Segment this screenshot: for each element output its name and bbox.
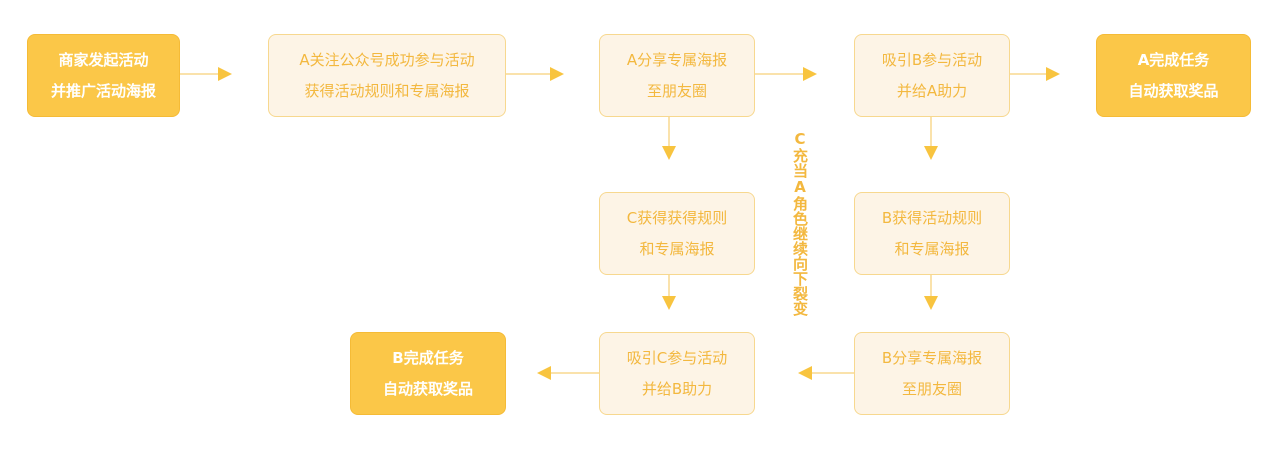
node-line: 至朋友圈 (901, 379, 962, 398)
node-attract-b: 吸引B参与活动 并给A助力 (854, 34, 1010, 117)
node-attract-c: 吸引C参与活动 并给B助力 (599, 332, 755, 415)
node-line: 和专属海报 (894, 239, 970, 258)
arrow-down-icon (662, 146, 676, 160)
node-a-share: A分享专属海报 至朋友圈 (599, 34, 755, 117)
node-line: 并给A助力 (896, 81, 968, 100)
node-line: A关注公众号成功参与活动 (299, 50, 475, 69)
node-line: 并给B助力 (641, 379, 713, 398)
arrow-right-icon (1046, 67, 1060, 81)
node-line: 并推广活动海报 (50, 81, 156, 100)
node-line: A分享专属海报 (626, 50, 728, 69)
node-line: B获得活动规则 (881, 208, 983, 227)
node-line: B分享专属海报 (881, 348, 983, 367)
node-b-complete: B完成任务 自动获取奖品 (350, 332, 506, 415)
side-label-c-acts-as-a: C充当A角色继续向下裂变 (791, 130, 809, 316)
node-line: B完成任务 (392, 348, 464, 367)
node-c-rules: C获得获得规则 和专属海报 (599, 192, 755, 275)
node-a-complete: A完成任务 自动获取奖品 (1096, 34, 1251, 117)
node-line: C获得获得规则 (626, 208, 728, 227)
node-line: A完成任务 (1137, 50, 1210, 69)
node-line: 和专属海报 (639, 239, 715, 258)
arrow-right-icon (550, 67, 564, 81)
arrow-right-icon (218, 67, 232, 81)
node-line: 自动获取奖品 (1128, 81, 1219, 100)
node-line: 吸引B参与活动 (881, 50, 983, 69)
arrow-right-icon (803, 67, 817, 81)
node-a-follow: A关注公众号成功参与活动 获得活动规则和专属海报 (268, 34, 506, 117)
arrow-down-icon (662, 296, 676, 310)
arrow-left-icon (798, 366, 812, 380)
node-b-share: B分享专属海报 至朋友圈 (854, 332, 1010, 415)
node-line: 自动获取奖品 (382, 379, 473, 398)
arrow-left-icon (537, 366, 551, 380)
node-b-rules: B获得活动规则 和专属海报 (854, 192, 1010, 275)
arrow-down-icon (924, 146, 938, 160)
node-merchant-launch: 商家发起活动 并推广活动海报 (27, 34, 180, 117)
node-line: 至朋友圈 (646, 81, 707, 100)
node-line: 商家发起活动 (58, 50, 149, 69)
node-line: 吸引C参与活动 (626, 348, 728, 367)
node-line: 获得活动规则和专属海报 (304, 81, 470, 100)
arrow-down-icon (924, 296, 938, 310)
